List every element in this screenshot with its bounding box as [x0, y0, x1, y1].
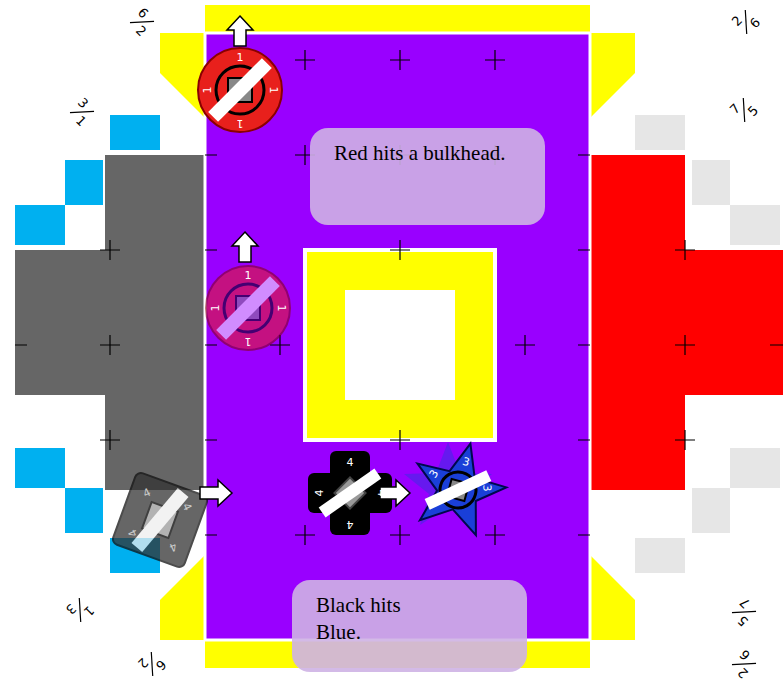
robot-number: 1 [276, 305, 287, 312]
corner-number: 7 [727, 102, 742, 117]
corner-number: 7 [737, 595, 752, 610]
corner-number: 6 [154, 657, 169, 672]
robot-number: 4 [314, 490, 325, 497]
robot-number: 1 [210, 305, 221, 312]
corner-number: 5 [736, 614, 751, 629]
corner-number: 2 [729, 14, 744, 29]
robot-number: 1 [245, 270, 252, 281]
callout-text: Black hits Blue. [316, 592, 446, 647]
robot-number: 4 [347, 457, 354, 468]
robot-number: 1 [237, 52, 244, 63]
callout-box: Black hits Blue. [292, 580, 527, 672]
corner-number: 1 [74, 114, 89, 129]
callout-text: Red hits a bulkhead. [334, 140, 509, 167]
corner-number: 6 [748, 15, 763, 30]
robot-number: 1 [237, 118, 244, 129]
robot-number: 4 [347, 519, 354, 530]
corner-number: 6 [135, 5, 150, 20]
callout-box: Red hits a bulkhead. [310, 128, 545, 225]
robot-number: 1 [245, 336, 252, 347]
corner-number: 3 [63, 602, 78, 617]
robot-number: 3 [481, 485, 492, 493]
robot-number: 1 [268, 87, 279, 94]
corner-number: 5 [746, 103, 761, 118]
corner-number: 1 [82, 603, 97, 618]
corner-number: 2 [135, 656, 150, 671]
corner-number: 2 [134, 24, 149, 39]
corner-number: 3 [75, 95, 90, 110]
robot-number: 1 [202, 87, 213, 94]
robot-number: 4 [376, 490, 387, 497]
corner-number: 6 [737, 647, 752, 662]
corner-number: 2 [736, 666, 751, 681]
